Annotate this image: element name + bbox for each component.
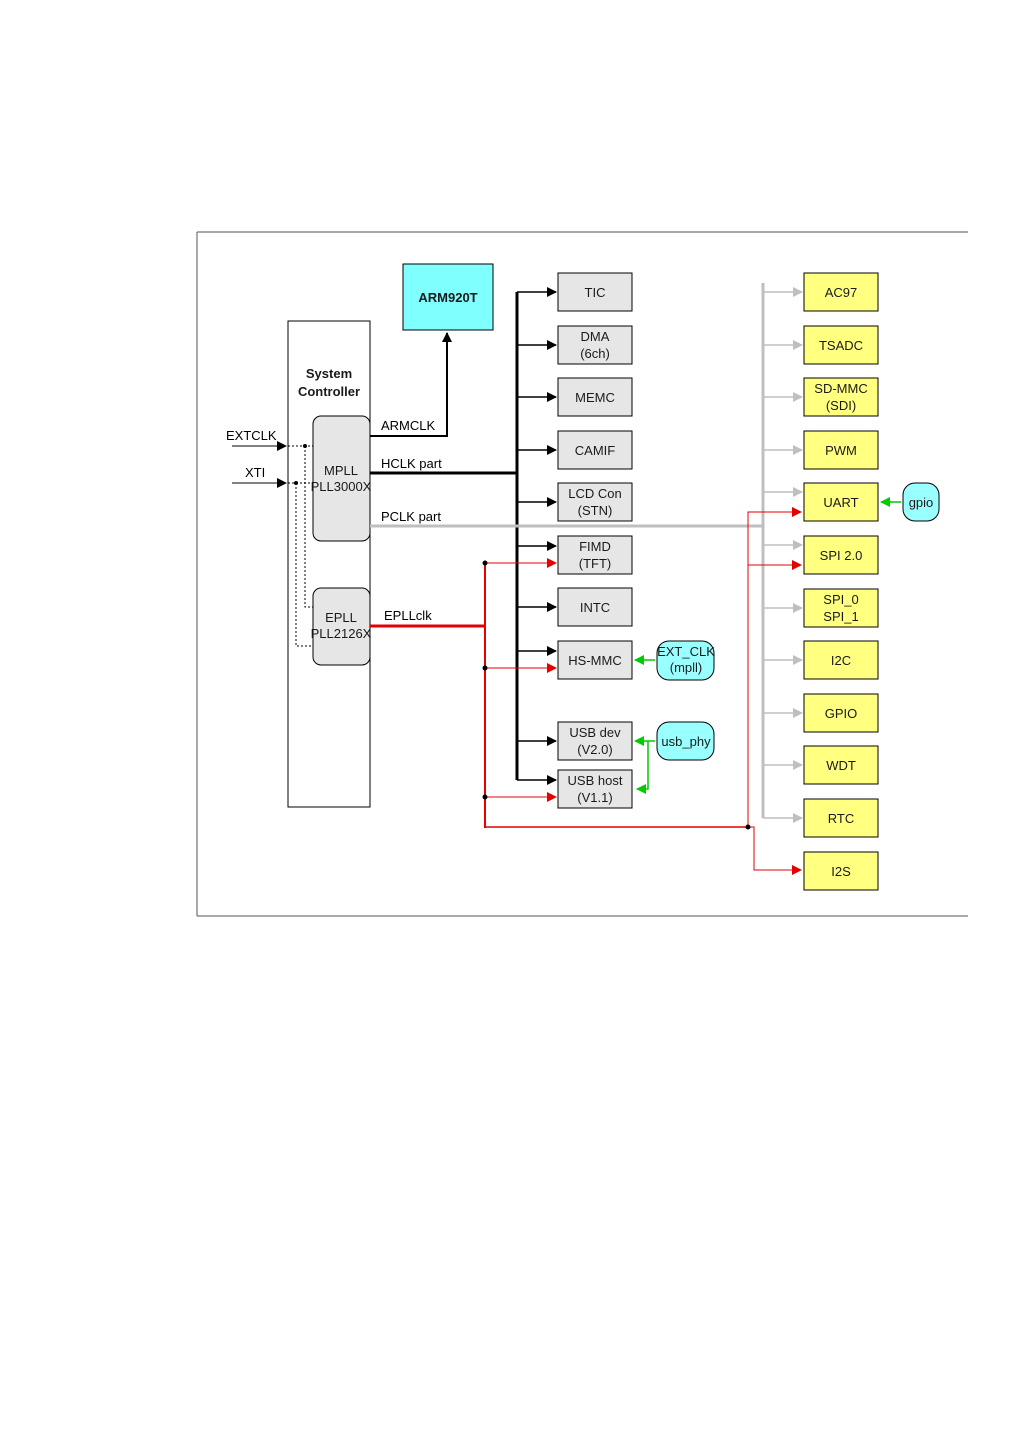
extclk-junction [303,444,307,448]
pclk-block-i2s: I2S [804,852,878,890]
xti-label: XTI [245,465,265,480]
epll-label-1: EPLL [325,610,357,625]
hclk-blocks: TIC DMA (6ch) MEMC CAMIF LCD Con (STN) FIMD (TFT… [517,273,632,808]
hclk-block-memc: MEMC [517,378,632,416]
armclk-label: ARMCLK [381,418,436,433]
pclk-label-tsadc: TSADC [819,338,863,353]
pclk-block-ac97: AC97 [763,273,878,311]
epll-block: EPLL PLL2126X [311,588,372,665]
hclk-label-tic: TIC [585,285,606,300]
mpll-label-1: MPLL [324,463,358,478]
pclk-label-gpio: GPIO [825,706,858,721]
usb-phy-label: usb_phy [661,734,711,749]
pclk-block-uart: UART [763,483,878,521]
xti-junction [294,481,298,485]
hclk-sublabel-fimd: (TFT) [579,556,611,571]
hclk-label-memc: MEMC [575,390,615,405]
epll-junction-fimd [483,561,488,566]
pclk-label-i2s: I2S [831,864,851,879]
epll-label-2: PLL2126X [311,626,372,641]
hclk-block-camif: CAMIF [517,431,632,469]
mpll-block: MPLL PLL3000X [311,416,372,541]
hclk-label-usb-host: USB host [568,773,623,788]
hclk-block-dma: DMA (6ch) [517,326,632,364]
pclk-block-sd-mmc: SD-MMC (SDI) [763,378,878,416]
pclk-label-sd-mmc: SD-MMC [814,381,867,396]
pclk-block-pwm: PWM [763,431,878,469]
gpio-source-label: gpio [909,495,934,510]
arm920t-label: ARM920T [418,290,477,305]
pclk-label-spi-0: SPI_0 [823,592,858,607]
arm920t-block: ARM920T [403,264,493,330]
hclk-sublabel-lcd-con: (STN) [578,503,613,518]
pclk-block-rtc: RTC [763,799,878,837]
pclk-label-uart: UART [823,495,858,510]
hclk-block-intc: INTC [517,588,632,626]
hclk-block-lcd-con: LCD Con (STN) [517,483,632,521]
mpll-label-2: PLL3000X [311,479,372,494]
hclk-block-usb-dev: USB dev (V2.0) [517,722,632,760]
hclk-label-hs-mmc: HS-MMC [568,653,621,668]
hclk-sublabel-usb-dev: (V2.0) [577,742,612,757]
hclk-block-usb-host: USB host (V1.1) [517,770,632,808]
system-controller-label-2: Controller [298,384,360,399]
pclk-label-pwm: PWM [825,443,857,458]
pclk-label-spi-2-0: SPI 2.0 [820,548,863,563]
hclk-sublabel-usb-host: (V1.1) [577,790,612,805]
ext-clk-source: EXT_CLK (mpll) [635,641,715,680]
hclk-block-hs-mmc: HS-MMC [517,641,632,679]
pclk-block-spi-0: SPI_0SPI_1 [763,589,878,627]
pclk-block-spi-2-0: SPI 2.0 [763,536,878,574]
hclk-label-lcd-con: LCD Con [568,486,621,501]
usb-phy-link-host [637,741,648,789]
pclk-sublabel-sd-mmc: (SDI) [826,398,856,413]
epll-junction-usb-host [483,795,488,800]
pclk-label-i2c: I2C [831,653,851,668]
pclk-block-gpio: GPIO [763,694,878,732]
pclk-sublabel-spi-0: SPI_1 [823,609,858,624]
pclk-block-i2c: I2C [763,641,878,679]
pclk-label-ac97: AC97 [825,285,858,300]
epllclk-label: EPLLclk [384,608,432,623]
usb-phy-source: usb_phy [635,722,714,789]
hclk-label-usb-dev: USB dev [569,725,621,740]
ext-clk-label-2: (mpll) [670,660,703,675]
pclk-block-tsadc: TSADC [763,326,878,364]
extclk-label: EXTCLK [226,428,277,443]
hclk-label-camif: CAMIF [575,443,616,458]
ext-clk-label-1: EXT_CLK [657,644,715,659]
hclk-block-tic: TIC [517,273,632,311]
hclk-bus: HCLK part [370,292,517,780]
pclk-label: PCLK part [381,509,441,524]
hclk-label-intc: INTC [580,600,610,615]
armclk-line: ARMCLK [370,333,447,436]
hclk-label-fimd: FIMD [579,539,611,554]
gpio-source: gpio [881,483,939,521]
pclk-label-rtc: RTC [828,811,854,826]
system-controller-label-1: System [306,366,352,381]
pclk-label-wdt: WDT [826,758,856,773]
epll-junction-hs-mmc [483,666,488,671]
hclk-sublabel-dma: (6ch) [580,346,610,361]
hclk-block-fimd: FIMD (TFT) [517,536,632,574]
pclk-block-wdt: WDT [763,746,878,784]
hclk-label-dma: DMA [581,329,610,344]
hclk-label: HCLK part [381,456,442,471]
system-controller-block: System Controller [288,321,370,807]
